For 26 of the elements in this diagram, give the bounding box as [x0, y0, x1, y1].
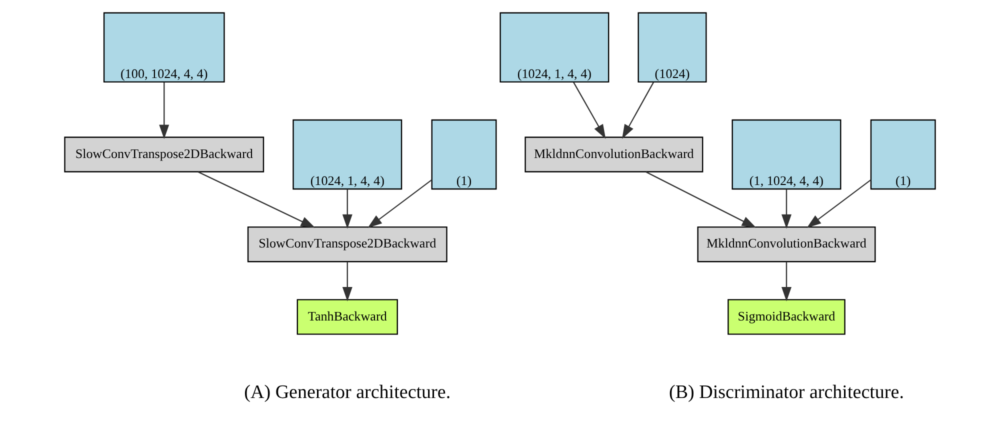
arrow — [622, 82, 654, 139]
label: (A) Generator architecture. — [244, 382, 450, 404]
arrow — [645, 171, 756, 228]
node-box: (1, 1024, 4, 4) — [731, 119, 841, 190]
node-box: SigmoidBackward — [727, 299, 845, 335]
arrow — [572, 82, 606, 139]
node-box: (1024, 1, 4, 4) — [499, 12, 609, 82]
node-box: MkldnnConvolutionBackward — [696, 226, 876, 262]
arrow — [806, 179, 871, 228]
arrow — [780, 262, 791, 302]
node-box: (1024, 1, 4, 4) — [292, 119, 402, 190]
node-box: TanhBackward — [296, 299, 398, 335]
node-box: (1) — [870, 119, 936, 190]
label: (B) Discriminator architecture. — [668, 382, 904, 404]
node-box: SlowConvTranspose2DBackward — [64, 136, 264, 172]
arrow — [158, 82, 169, 140]
arrow — [197, 171, 315, 228]
node-box: (1024) — [637, 12, 706, 82]
node-box: SlowConvTranspose2DBackward — [246, 226, 447, 262]
node-box: (1) — [430, 119, 496, 190]
arrow — [342, 262, 352, 302]
node-box: MkldnnConvolutionBackward — [524, 136, 703, 172]
arrow — [342, 189, 352, 229]
arrow — [780, 189, 791, 229]
arrow — [367, 179, 432, 228]
node-box: (100, 1024, 4, 4) — [102, 12, 224, 82]
